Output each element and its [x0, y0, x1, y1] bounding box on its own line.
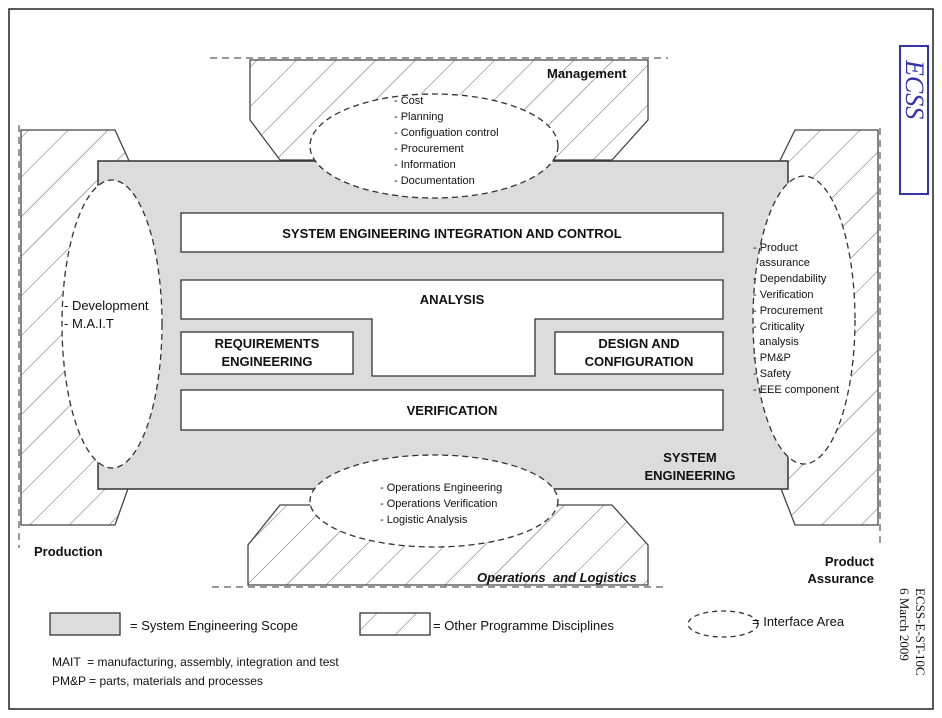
- legend-interface-label: = Interface Area: [752, 614, 845, 629]
- operations-item: - Operations Engineering: [380, 482, 502, 494]
- legend-other-label: = Other Programme Disciplines: [433, 618, 614, 633]
- page-border: [8, 8, 934, 710]
- assurance-item: - Safety: [753, 368, 791, 380]
- assurance-item: - Dependability: [753, 273, 827, 285]
- design-label-line2: CONFIGURATION: [585, 354, 694, 369]
- assurance-items: - Product assurance - Dependability - Ve…: [753, 242, 839, 396]
- operations-item: - Logistic Analysis: [380, 514, 468, 526]
- assurance-item: - EEE component: [753, 384, 839, 396]
- management-item: - Documentation: [394, 175, 475, 187]
- assurance-item: assurance: [753, 257, 810, 269]
- analysis-label: ANALYSIS: [420, 292, 485, 307]
- note-pmp: PM&P = parts, materials and processes: [52, 674, 263, 688]
- operations-label: Operations and Logistics: [477, 570, 637, 585]
- ecss-logo: ECSS: [899, 45, 929, 195]
- management-interface-ellipse: [309, 93, 559, 199]
- assurance-item: - Product: [753, 242, 798, 254]
- management-item: - Cost: [394, 95, 423, 107]
- management-items: - Cost - Planning - Configuation control…: [394, 95, 499, 187]
- legend-scope-swatch: [49, 612, 121, 636]
- assurance-item: - Procurement: [753, 305, 823, 317]
- management-item: - Information: [394, 159, 456, 171]
- production-item: - M.A.I.T: [64, 316, 114, 331]
- assurance-label-line2: Assurance: [808, 571, 874, 586]
- legend-interface-swatch: [687, 610, 759, 638]
- assurance-interface-ellipse: [752, 175, 856, 465]
- doc-id-label: ECSS-E-ST-10C: [913, 588, 928, 676]
- assurance-item: - Criticality: [753, 321, 805, 333]
- ecss-logo-text: ECSS: [900, 59, 929, 119]
- management-item: - Planning: [394, 111, 444, 123]
- requirements-label-line1: REQUIREMENTS: [215, 336, 320, 351]
- ecss-logo-box: [899, 45, 929, 195]
- design-label-line1: DESIGN AND: [598, 336, 679, 351]
- assurance-item: analysis: [753, 336, 799, 348]
- assurance-label-line1: Product: [825, 554, 875, 569]
- verification-box: [180, 389, 724, 431]
- integration-label: SYSTEM ENGINEERING INTEGRATION AND CONTR…: [282, 226, 622, 241]
- management-item: - Configuation control: [394, 127, 499, 139]
- management-item: - Procurement: [394, 143, 464, 155]
- analysis-box: [180, 279, 724, 377]
- integration-box: [180, 212, 724, 253]
- legend-scope-label: = System Engineering Scope: [130, 618, 298, 633]
- operations-interface-ellipse: [309, 454, 559, 548]
- note-mait: MAIT = manufacturing, assembly, integrat…: [52, 655, 339, 669]
- verification-label: VERIFICATION: [407, 403, 498, 418]
- requirements-label-line2: ENGINEERING: [221, 354, 312, 369]
- scope-label-line1: SYSTEM: [663, 450, 716, 465]
- scope-label-line2: ENGINEERING: [644, 468, 735, 483]
- requirements-box: [180, 331, 354, 375]
- assurance-item: - PM&P: [753, 352, 791, 364]
- production-item: - Development: [64, 298, 149, 313]
- legend-other-swatch: [359, 612, 431, 636]
- assurance-item: - Verification: [753, 289, 814, 301]
- management-label: Management: [547, 66, 627, 81]
- design-box: [554, 331, 724, 375]
- production-interface-ellipse: [61, 179, 163, 469]
- operations-item: - Operations Verification: [380, 498, 497, 510]
- production-label: Production: [34, 544, 103, 559]
- doc-date-label: 6 March 2009: [897, 588, 912, 661]
